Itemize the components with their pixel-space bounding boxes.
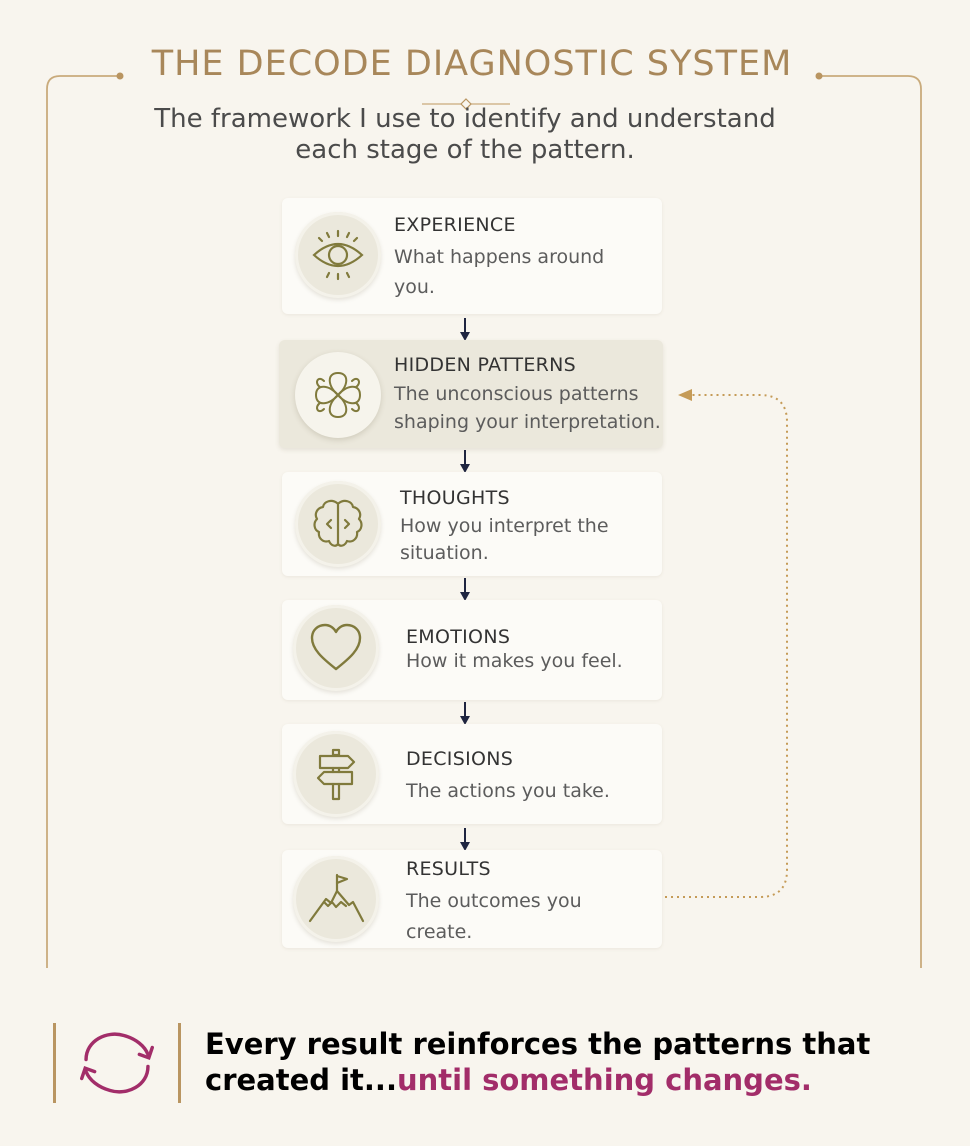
step-experience: EXPERIENCE What happens around you. <box>282 198 662 314</box>
step-description: The outcomes you create. <box>406 890 582 943</box>
flow-arrow <box>460 318 470 341</box>
icon-badge <box>293 856 379 942</box>
icon-badge <box>295 212 381 298</box>
heart-icon <box>310 623 362 671</box>
step-title: HIDDEN PATTERNS <box>394 354 577 376</box>
icon-badge <box>295 352 381 438</box>
step-thoughts: THOUGHTS How you interpret the situation… <box>282 472 662 576</box>
step-description: What happens around you. <box>394 246 605 298</box>
page-title: THE DECODE DIAGNOSTIC SYSTEM <box>151 44 793 84</box>
signpost-icon <box>316 748 356 801</box>
icon-badge <box>293 605 379 691</box>
step-title: RESULTS <box>406 858 491 880</box>
step-results: RESULTS The outcomes you create. <box>282 850 662 948</box>
icon-badge <box>295 481 381 567</box>
eye-icon <box>312 229 364 281</box>
step-emotions: EMOTIONS How it makes you feel. <box>282 600 662 700</box>
flow-arrow <box>460 578 470 601</box>
step-description: How it makes you feel. <box>406 650 623 672</box>
step-title: EMOTIONS <box>406 626 511 648</box>
footer-message: Every result reinforces the patterns tha… <box>205 1026 925 1098</box>
flow-arrow <box>460 702 470 725</box>
flow-arrow <box>460 450 470 473</box>
flow-arrow <box>460 828 470 851</box>
divider-left <box>53 1023 56 1103</box>
knot-pattern-icon <box>314 371 362 419</box>
step-hidden-patterns: HIDDEN PATTERNS The unconscious patterns… <box>279 340 663 448</box>
step-title: EXPERIENCE <box>394 214 516 236</box>
divider-right <box>178 1023 181 1103</box>
brain-icon <box>313 499 363 547</box>
step-decisions: DECISIONS The actions you take. <box>282 724 662 824</box>
step-title: THOUGHTS <box>400 487 510 509</box>
step-description: The unconscious patterns shaping your in… <box>394 383 661 433</box>
footer-main-text: Every result reinforces the patterns tha… <box>205 1027 871 1097</box>
icon-badge <box>293 731 379 817</box>
refresh-cycle-icon <box>80 1032 154 1094</box>
page-subtitle: The framework I use to identify and unde… <box>154 104 776 165</box>
step-description: The actions you take. <box>406 780 610 802</box>
step-description: How you interpret the situation. <box>400 515 609 564</box>
step-title: DECISIONS <box>406 748 514 770</box>
footer-accent-text: until something changes. <box>396 1063 812 1097</box>
mountain-flag-icon <box>308 873 365 923</box>
